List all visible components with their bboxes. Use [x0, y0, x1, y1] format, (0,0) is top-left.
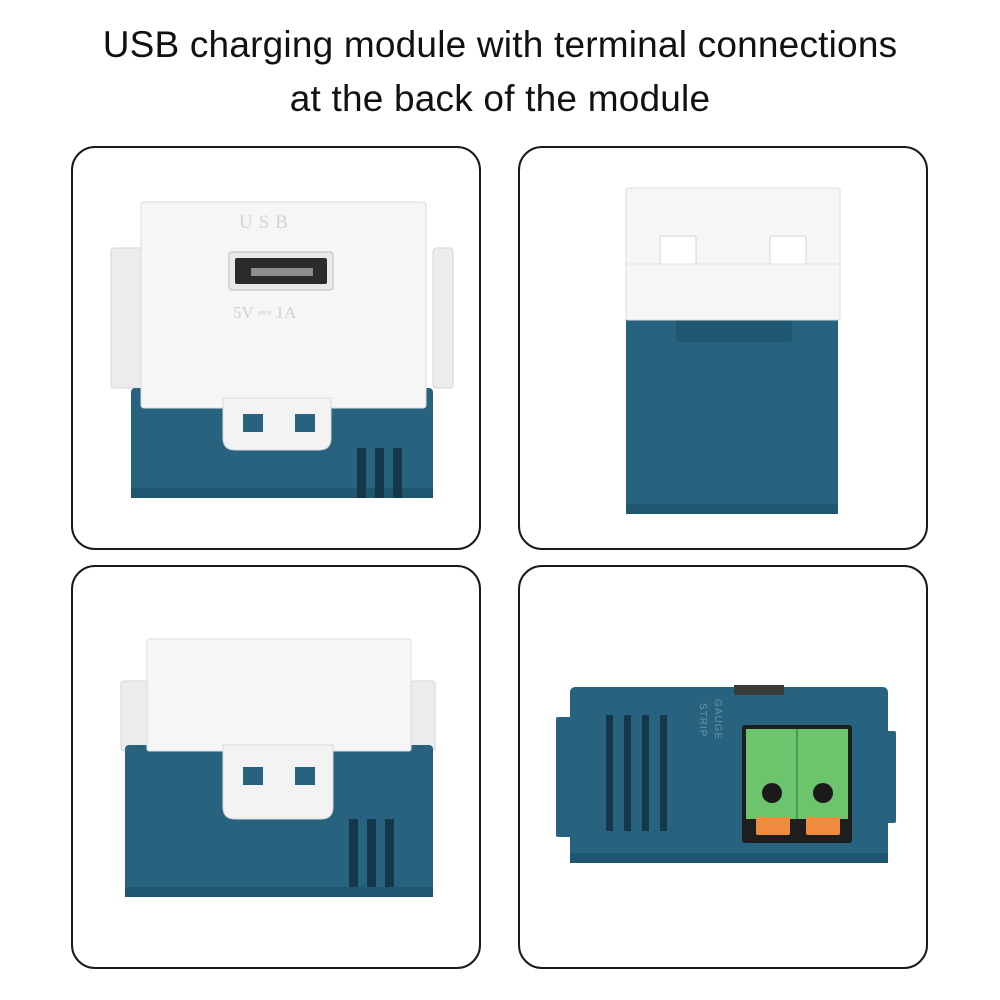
- headline-line-1: USB charging module with terminal connec…: [102, 24, 898, 65]
- side-view-illustration: [120, 638, 436, 897]
- rear-terminal-illustration: STRIP GAUGE: [556, 685, 896, 863]
- gauge-label: GAUGE: [712, 699, 723, 740]
- terminal-hole-left: [762, 783, 782, 803]
- strip-gauge-label: STRIP: [697, 703, 708, 737]
- top-view-illustration: [625, 187, 841, 514]
- terminal-lever-left: [756, 817, 790, 835]
- terminal-lever-right: [806, 817, 840, 835]
- rear-terminal-panel: STRIP GAUGE: [518, 565, 928, 969]
- side-view-panel: [71, 565, 481, 969]
- terminal-hole-right: [813, 783, 833, 803]
- headline: USB charging module with terminal connec…: [0, 18, 1000, 126]
- front-view-panel: USB 5V ⎓ 1A: [71, 146, 481, 550]
- rating-label: 5V ⎓ 1A: [233, 303, 297, 322]
- top-view-panel: [518, 146, 928, 550]
- usb-port-label: USB: [239, 212, 294, 233]
- headline-line-2: at the back of the module: [289, 78, 711, 119]
- front-view-illustration: USB 5V ⎓ 1A: [110, 201, 454, 498]
